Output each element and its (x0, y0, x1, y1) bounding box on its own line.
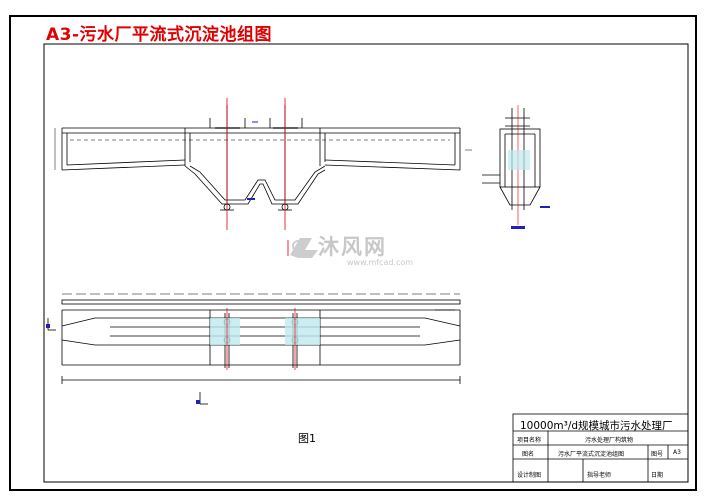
project-name-value: 污水处理厂构筑物 (585, 437, 634, 444)
drawing-number-value: A3 (673, 449, 681, 456)
section-view (61, 105, 461, 211)
drawing-title: A3-污水厂平流式沉淀池组图 (46, 25, 273, 45)
watermark-url: www.mfcad.com (347, 258, 414, 267)
drawing-number-label: 图号 (651, 451, 664, 458)
watermark: 沐风网 www.mfcad.com (285, 230, 435, 270)
advisor-label: 指导老师 (587, 472, 612, 479)
drawing-name-label: 图名 (522, 451, 535, 458)
figure-label: 图1 (298, 432, 316, 445)
plan-view (47, 293, 461, 405)
drawing-name-value: 污水厂平流式沉淀池组图 (558, 451, 625, 458)
project-name-label: 项目名称 (517, 437, 542, 444)
watermark-brand: 沐风网 (318, 235, 387, 259)
title-block-header: 10000m³/d规模城市污水处理厂 (520, 420, 673, 432)
designer-label: 设计制图 (517, 472, 542, 479)
outer-border (9, 15, 697, 491)
title-block-grid (512, 413, 689, 483)
watermark-logo (290, 238, 318, 258)
inner-border (43, 43, 689, 483)
date-label: 日期 (651, 472, 664, 479)
